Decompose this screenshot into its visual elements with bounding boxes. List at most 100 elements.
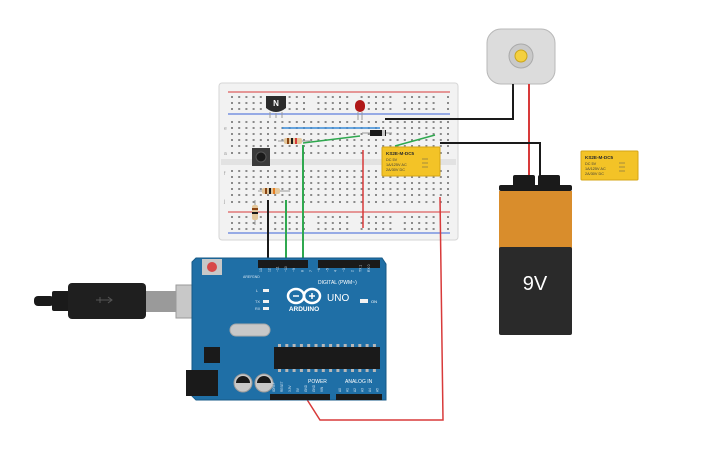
power-jack[interactable]	[186, 370, 218, 396]
breadboard-hole	[295, 194, 298, 196]
rail-hole	[382, 216, 385, 218]
npn-transistor[interactable]: N	[266, 96, 286, 118]
rail-hole	[324, 96, 327, 98]
analog-pin-label: A3	[361, 388, 365, 392]
chip-pin	[358, 369, 362, 372]
breadboard-hole	[425, 188, 428, 190]
breadboard-hole	[447, 121, 449, 123]
relay-standalone[interactable]: KS2E-M-DC5 DC 5V 1A/125V AC 2A/30V DC	[580, 150, 639, 181]
digital-pin-label: 13	[259, 268, 263, 272]
rail-hole	[447, 216, 449, 218]
breadboard-hole	[231, 176, 233, 178]
usb-plug-connector	[146, 291, 176, 312]
breadboard-hole	[288, 152, 291, 154]
rail-hole	[418, 222, 421, 224]
wire-green-right[interactable]	[394, 134, 436, 147]
resistor-band	[295, 138, 297, 144]
breadboard-hole	[447, 182, 449, 184]
breadboard-hole	[252, 145, 255, 147]
capacitor-top	[257, 376, 271, 383]
digital-pin-label: 8	[301, 270, 305, 272]
atmega-chip-pins	[278, 344, 376, 372]
breadboard-hole	[382, 127, 385, 129]
relay-body	[580, 150, 639, 181]
rail-hole	[425, 108, 428, 110]
breadboard-hole	[403, 188, 406, 190]
diode[interactable]	[362, 130, 392, 136]
breadboard-hole	[245, 121, 248, 123]
led-tx-label: TX	[255, 300, 260, 304]
rail-hole	[382, 228, 385, 230]
breadboard[interactable]: e a f j	[218, 82, 459, 241]
breadboard-hole	[317, 133, 320, 135]
push-button[interactable]	[252, 148, 270, 166]
analog-pin-label: A2	[353, 388, 357, 392]
breadboard-hole	[418, 194, 421, 196]
breadboard-hole	[245, 201, 248, 203]
battery-9v[interactable]: 9V	[499, 175, 572, 335]
breadboard-hole	[339, 182, 341, 184]
breadboard-hole	[267, 145, 269, 147]
rail-hole	[403, 108, 406, 110]
chip-pin	[299, 344, 303, 347]
rail-hole	[346, 108, 349, 110]
rail-hole	[418, 96, 421, 98]
breadboard-hole	[245, 170, 248, 172]
wire-battery-black[interactable]	[440, 142, 541, 180]
breadboard-hole	[353, 170, 356, 172]
breadboard-hole	[367, 194, 370, 196]
resistor-1[interactable]	[278, 138, 310, 144]
breadboard-hole	[281, 176, 284, 178]
breadboard-hole	[245, 145, 248, 147]
breadboard-hole	[447, 201, 449, 203]
breadboard-hole	[281, 188, 284, 190]
breadboard-hole	[324, 182, 327, 184]
rail-hole	[403, 222, 406, 224]
red-led[interactable]	[355, 100, 365, 120]
rail-hole	[403, 96, 406, 98]
usb-cable[interactable]	[34, 283, 203, 319]
relay-on-breadboard[interactable]: KS2E-M-DC5 DC 5V 1A/125V AC 2A/30V DC	[381, 146, 441, 177]
rail-hole	[447, 96, 449, 98]
chip-pin	[343, 344, 347, 347]
reset-button[interactable]	[207, 262, 217, 272]
breadboard-hole	[439, 152, 442, 154]
rail-hole	[411, 222, 413, 224]
breadboard-hole	[447, 152, 449, 154]
resistor-2[interactable]	[258, 188, 290, 194]
rail-hole	[245, 222, 248, 224]
breadboard-hole	[447, 188, 449, 190]
rail-hole	[238, 102, 241, 104]
breadboard-hole	[295, 152, 298, 154]
digital-pin-label: ~11	[276, 266, 280, 272]
dc-motor[interactable]	[486, 28, 556, 92]
rail-hole	[295, 96, 298, 98]
chip-pin	[343, 369, 347, 372]
breadboard-hole	[346, 176, 349, 178]
breadboard-hole	[317, 182, 320, 184]
breadboard-hole	[353, 145, 356, 147]
breadboard-hole	[245, 133, 248, 135]
rail-hole	[238, 222, 241, 224]
wire-green-short[interactable]	[302, 135, 361, 144]
rail-hole	[411, 108, 413, 110]
digital-pin-label: ~10	[284, 266, 288, 272]
breadboard-hole	[360, 201, 363, 203]
breadboard-hole	[403, 176, 406, 178]
breadboard-hole	[267, 139, 269, 141]
resistor-band	[252, 208, 258, 210]
rail-hole	[447, 102, 449, 104]
breadboard-hole	[353, 176, 356, 178]
resistor-band	[287, 138, 289, 144]
breadboard-hole	[303, 139, 305, 141]
usb-chip	[204, 347, 220, 363]
wire-motor-black[interactable]	[385, 90, 514, 120]
resistor-3[interactable]	[252, 200, 258, 225]
breadboard-hole	[375, 170, 377, 172]
wire-red-5v[interactable]	[305, 196, 444, 421]
capacitor-top	[236, 376, 250, 383]
battery-label: 9V	[523, 273, 548, 295]
rail-hole	[288, 228, 291, 230]
